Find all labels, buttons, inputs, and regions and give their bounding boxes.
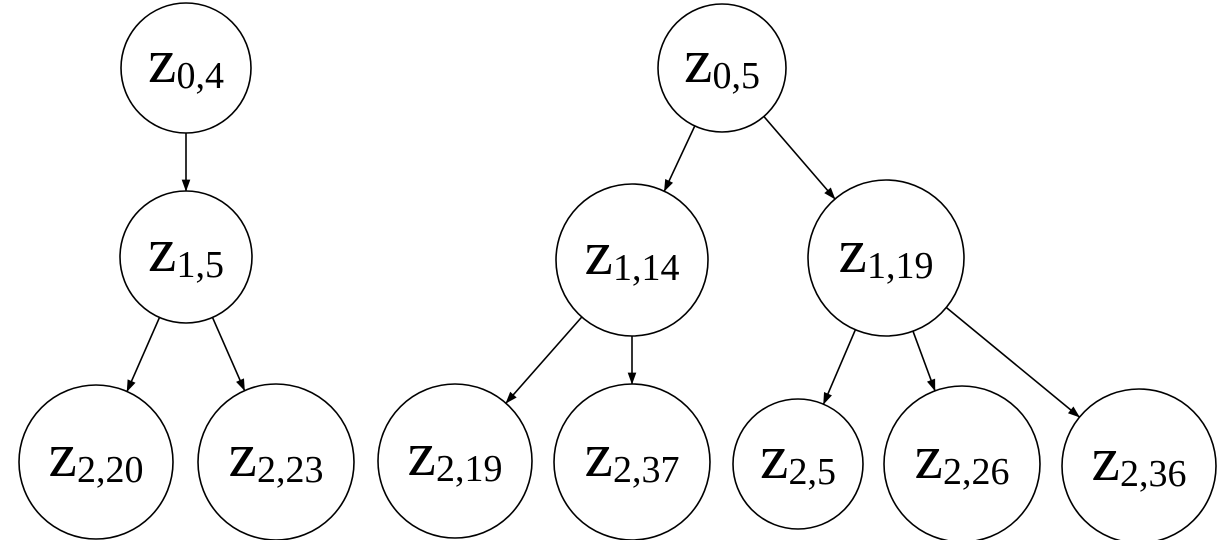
node-subscript-z2-26: 2,26 — [943, 451, 1010, 493]
edge-z1-19-to-z2-36 — [945, 306, 1081, 418]
node-circle-z0-4 — [120, 2, 252, 134]
edges-layer — [126, 115, 1081, 418]
node-circle-z1-14 — [555, 183, 709, 337]
edge-z1-5-to-z2-20 — [126, 317, 161, 393]
node-z2-36: z2,36 — [1061, 388, 1217, 540]
edge-z1-19-to-z2-5 — [822, 329, 857, 405]
node-z1-19: z1,19 — [807, 179, 965, 337]
node-circle-z2-37 — [553, 383, 711, 540]
node-circle-z2-19 — [377, 383, 533, 539]
node-subscript-z2-36: 2,36 — [1120, 453, 1187, 495]
node-circle-z1-5 — [119, 190, 253, 324]
edge-z0-5-to-z1-19 — [763, 115, 836, 200]
node-subscript-z2-37: 2,37 — [613, 449, 680, 491]
node-label-z0-4: z0,4 — [148, 25, 224, 97]
node-subscript-z2-23: 2,23 — [257, 449, 324, 491]
node-circle-z2-23 — [197, 383, 355, 540]
node-circle-z2-26 — [883, 385, 1041, 540]
node-z2-20: z2,20 — [18, 384, 174, 540]
node-z2-5: z2,5 — [732, 398, 864, 530]
node-circle-z2-5 — [732, 398, 864, 530]
node-z1-14: z1,14 — [555, 183, 709, 337]
node-circle-z1-19 — [807, 179, 965, 337]
node-subscript-z1-19: 1,19 — [867, 245, 934, 287]
edge-z1-5-to-z2-23 — [211, 317, 246, 392]
node-subscript-z0-4: 0,4 — [176, 55, 224, 97]
edge-z1-19-to-z2-26 — [912, 330, 936, 392]
node-subscript-z2-19: 2,19 — [436, 448, 503, 490]
node-circle-z2-36 — [1061, 388, 1217, 540]
node-z0-5: z0,5 — [657, 3, 787, 133]
node-z2-23: z2,23 — [197, 383, 355, 540]
edge-z1-14-to-z2-19 — [505, 316, 583, 404]
node-z2-19: z2,19 — [377, 383, 533, 539]
node-subscript-z1-14: 1,14 — [613, 247, 680, 289]
node-subscript-z2-5: 2,5 — [788, 451, 836, 493]
node-z1-5: z1,5 — [119, 190, 253, 324]
node-subscript-z1-5: 1,5 — [176, 244, 224, 286]
node-z2-26: z2,26 — [883, 385, 1041, 540]
node-subscript-z0-5: 0,5 — [712, 55, 760, 97]
node-circle-z0-5 — [657, 3, 787, 133]
node-subscript-z2-20: 2,20 — [77, 449, 144, 491]
edge-z0-5-to-z1-14 — [663, 125, 696, 192]
node-z0-4: z0,4 — [120, 2, 252, 134]
node-z2-37: z2,37 — [553, 383, 711, 540]
node-circle-z2-20 — [18, 384, 174, 540]
